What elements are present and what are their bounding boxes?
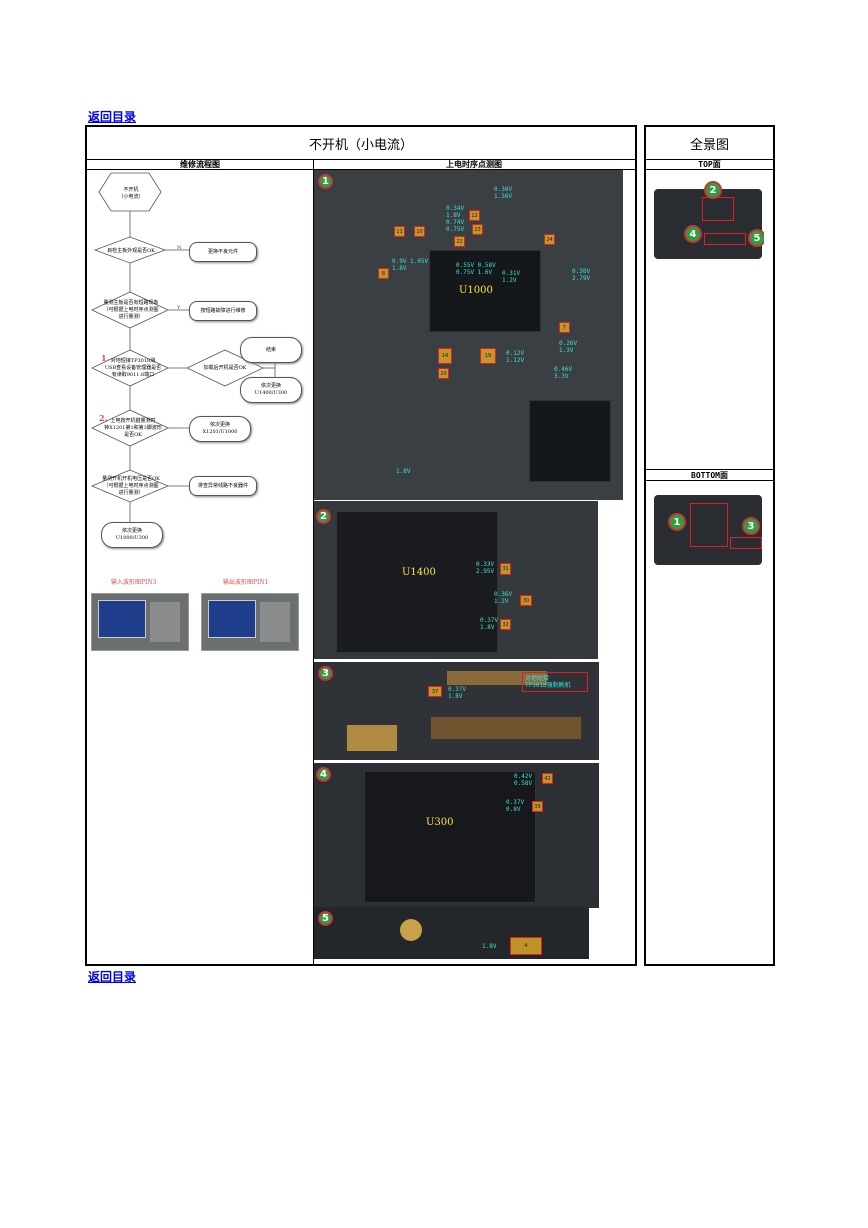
test-point: 11 [394,226,405,237]
test-point: 37 [428,686,442,697]
input-waveform-image [91,593,189,651]
panel-number-3: 3 [318,666,333,681]
test-point: 7 [559,322,570,333]
test-point: 30 [520,595,532,606]
voltage-readout: 1.8V [482,943,497,950]
screw-hole [400,919,422,941]
panel-number-4: 4 [316,767,331,782]
test-point: 12 [469,210,480,221]
flow-a2: 按短路故障进行维修 [189,301,257,321]
flow-q3b: 加载后开机是否OK [203,364,247,371]
timing-column-header: 上电时序点测图 [313,159,635,170]
test-point: 14 [438,348,452,364]
flow-a4: 依次更换 X1201/U1000 [189,416,251,442]
flow-a3a: 结束 [240,337,302,363]
u300-label: U300 [426,817,454,828]
table-title: 不开机（小电流） [87,127,635,160]
overview-table: 全景图 TOP面 2 4 5 BOTTOM面 1 3 [644,125,775,966]
flow-q3: 对地短接TP3018测 USB查看设备管理器是否 有读取9011.8端口 [104,357,162,378]
top-side-header: TOP面 [646,159,773,170]
flow-q1: 目检主板外观是否OK [107,247,155,254]
input-waveform-caption: 输入波形图PIN3 [111,579,157,586]
pmic-chip [529,400,611,482]
bottom-number-3: 3 [742,517,760,535]
panel-number-2: 2 [316,509,331,524]
u1400-chip [336,511,498,653]
u300-chip [364,771,536,903]
flow-q4-number: 2. [99,413,108,423]
flow-a1: 更换不良元件 [189,242,257,262]
short-note: 对地短接 TP3018强制刷机 [522,672,588,692]
flow-a5: 排查异常线路不良器件 [189,476,257,496]
back-to-contents-link-bottom[interactable]: 返回目录 [88,970,137,984]
flow-q2: 量测主板是否有短路现象 （可根据上电时序点测图 进行量测） [103,299,159,320]
flow-a3b: 依次更换 U1400/U300 [240,377,302,403]
flowchart [90,172,276,522]
u1000-chip [429,250,541,332]
test-point: 13 [472,224,483,235]
flow-q4: 上电按开机键量测时 钟X1201第1和第3脚波形 是否OK [104,417,162,438]
test-point: 24 [544,234,555,245]
column-divider [313,159,314,964]
yes-label: Y [177,305,181,311]
test-point: 4 [510,937,542,955]
bottom-number-1: 1 [668,513,686,531]
voltage-readout: 1.8V [396,468,411,475]
test-point: 32 [500,619,511,630]
main-table: 不开机（小电流） 维修流程图 上电时序点测图 [85,125,637,966]
flow-start: 不开机 （小电流） [118,187,144,200]
bottom-side-board-image: 1 3 [652,487,764,567]
flow-end: 依次更换 U1000/U300 [101,522,163,548]
top-number-5: 5 [748,229,764,247]
test-point: 39 [532,801,543,812]
back-to-contents-link-top[interactable]: 返回目录 [88,110,137,124]
panel-number-1: 1 [318,174,333,189]
flow-q5: 量测开机开机电压是否OK （可根据上电时序点测图 进行量测） [102,475,160,496]
flow-q3-number: 1. [101,353,110,363]
yes-label: N [177,245,182,251]
test-point: 10 [414,226,425,237]
top-number-4: 4 [684,225,702,243]
test-point: 42 [542,773,553,784]
test-point: 8 [378,268,389,279]
test-point: 19 [480,348,496,364]
u1000-label: U1000 [459,285,493,296]
panel-number-5: 5 [318,911,333,926]
connector-bottom [430,716,582,740]
top-side-board-image: 2 4 5 [652,179,764,261]
connector-left [346,724,398,752]
test-point: 20 [438,368,449,379]
start-hexagon [98,172,162,212]
output-waveform-caption: 输出波形图PIN1 [223,579,269,586]
top-number-2: 2 [704,181,722,199]
bottom-side-header: BOTTOM面 [646,469,773,481]
test-point: 31 [500,563,511,575]
overview-title: 全景图 [646,127,773,160]
output-waveform-image [201,593,299,651]
u1400-label: U1400 [402,567,436,578]
flow-column-header: 维修流程图 [87,159,313,170]
test-point: 22 [454,236,465,247]
board-photo-panel-5: 5 1.8V 4 [314,907,589,959]
